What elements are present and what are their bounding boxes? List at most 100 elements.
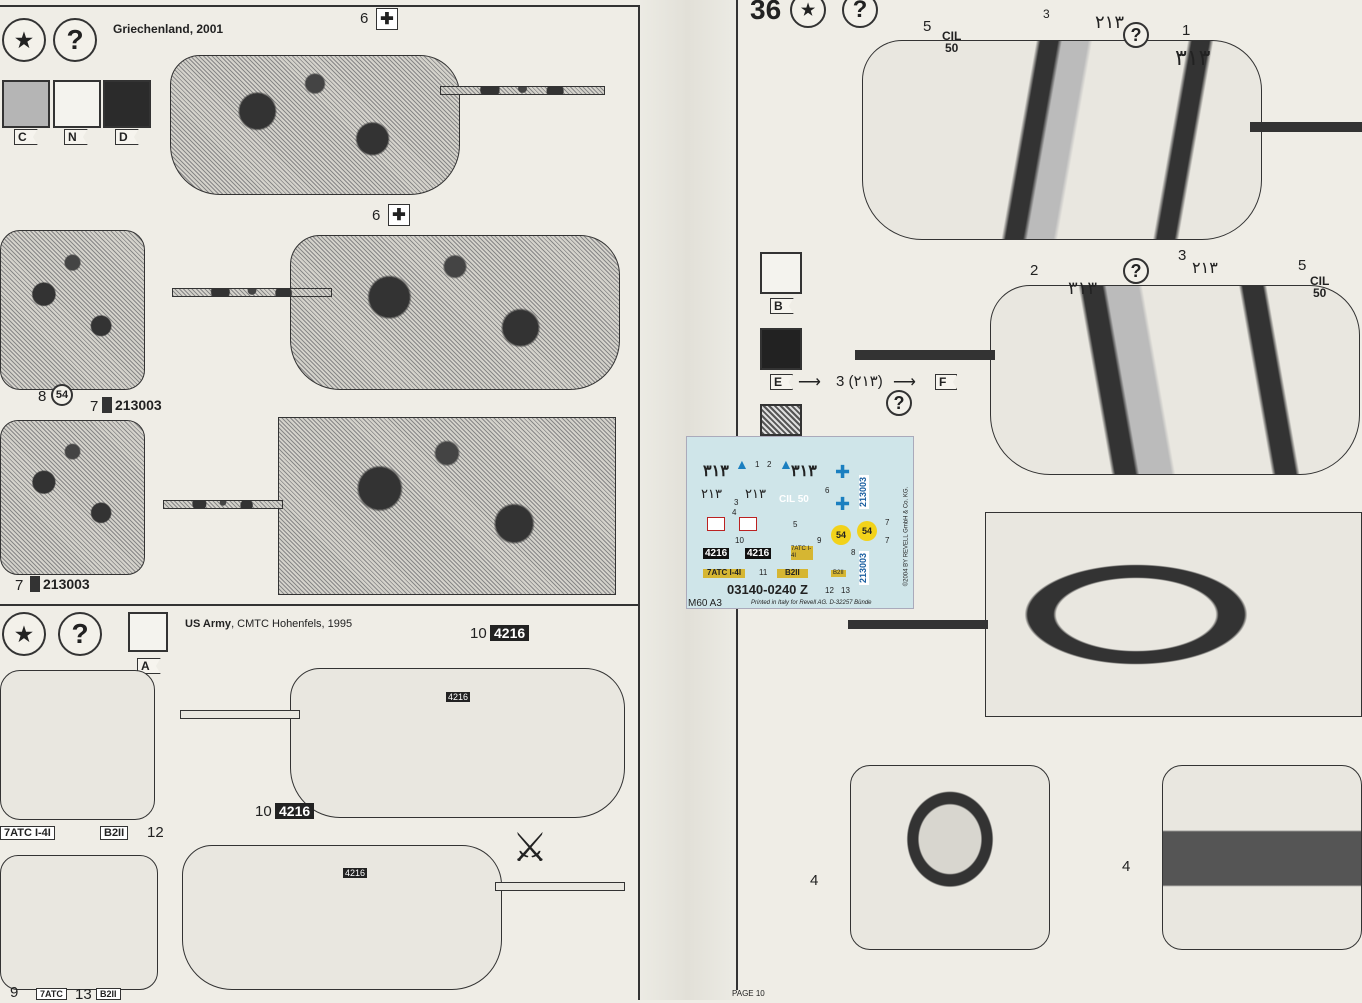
arabic-213: ٢١٣	[1095, 12, 1125, 32]
decal-emblem	[739, 517, 757, 531]
tag-b2ii-small: B2II	[96, 988, 121, 1000]
crossed-sabers-insignia: ⚔	[512, 826, 548, 870]
decal-54-callout: 54	[51, 384, 73, 406]
gun-barrel	[495, 882, 625, 891]
decal-serial: 213003	[858, 550, 869, 585]
callout-4: 4	[1122, 858, 1131, 875]
decal-num-12: 12	[825, 586, 834, 595]
question-icon: ?	[886, 390, 912, 416]
cil-text: CIL	[942, 29, 962, 43]
left-page-border	[638, 5, 640, 1000]
mix-amount: 3 (٢١٣)	[836, 373, 883, 390]
swatch-b	[760, 252, 802, 294]
callout-13: 13	[75, 986, 92, 1003]
cil-text: CIL	[1310, 274, 1330, 288]
decal-num-9: 9	[817, 536, 822, 545]
decal-printed: Printed in Italy for Revell AG. D-32257 …	[751, 600, 872, 606]
top-rule	[0, 5, 640, 7]
decal-num-4: 4	[732, 508, 737, 517]
callout-4: 4	[810, 872, 819, 889]
decal-num-1: 1	[755, 460, 760, 469]
decal-arabic-313: ٣١٣	[791, 463, 817, 480]
callout-5: 5	[923, 18, 932, 35]
decal-plate: 4216	[745, 548, 772, 559]
arabic-313: ٣١٣	[1175, 45, 1211, 70]
tank-side-left-us	[290, 668, 625, 818]
decal-num-10: 10	[735, 536, 744, 545]
decal-plate: 4216	[703, 548, 730, 559]
greek-cross-icon: ✚	[388, 204, 410, 226]
page-number: PAGE 10	[732, 989, 765, 998]
decal-model: M60 A3	[688, 598, 722, 609]
gun-barrel	[180, 710, 300, 719]
painting-icon: ★	[790, 0, 826, 28]
tank-side-right-iraq	[862, 40, 1262, 240]
flag-d: D	[115, 129, 139, 145]
decal-greek-cross: ✚	[835, 462, 851, 482]
section-title-greece: Griechenland, 2001	[113, 22, 224, 36]
callout-6: 6	[360, 10, 369, 27]
callout-5: 5	[1298, 257, 1307, 274]
decal-num-6: 6	[825, 486, 830, 495]
callout-10: 10	[255, 803, 272, 820]
callout-3: 3	[1178, 247, 1187, 264]
arabic-213: ٢١٣	[1192, 260, 1218, 277]
arrow-icon: ⟶	[893, 374, 916, 391]
flag-b: B	[770, 298, 794, 314]
flag-c: C	[14, 129, 38, 145]
swatch-c	[2, 80, 50, 128]
gun-barrel	[172, 288, 332, 297]
plate-4216: 4216	[275, 803, 315, 819]
callout-3: 3	[1043, 7, 1050, 21]
flag-a: A	[137, 658, 161, 674]
decal-cil: CIL 50	[779, 494, 809, 505]
gun-barrel	[1250, 122, 1362, 132]
tag-b2ii: B2II	[100, 826, 129, 840]
tank-rear-us	[0, 855, 158, 990]
section-divider	[0, 604, 640, 606]
decal-arabic-313: ٣١٣	[703, 463, 729, 480]
callout-12: 12	[147, 824, 164, 841]
decal-num-8: 8	[851, 548, 856, 557]
painting-icon: ★	[2, 18, 46, 62]
plate-4216: 4216	[490, 625, 530, 641]
question-icon: ?	[58, 612, 102, 656]
flag-n: N	[64, 129, 88, 145]
decal-arabic-213: ٢١٣	[745, 486, 766, 501]
tag-7atc-small: 7ATC	[36, 988, 67, 1000]
cil-50: 50	[1312, 286, 1327, 300]
gun-barrel	[855, 350, 995, 360]
gun-barrel	[848, 620, 988, 629]
question-icon: ?	[842, 0, 878, 28]
gun-barrel	[163, 500, 283, 509]
decal-num-5: 5	[793, 520, 798, 529]
greek-cross-icon: ✚	[376, 8, 398, 30]
decal-tag-b2ii: B2II	[777, 568, 808, 578]
hull-number: 4216	[343, 868, 368, 878]
callout-7: 7	[15, 577, 24, 594]
step-number: 36	[750, 0, 782, 25]
tank-rear-greece	[0, 420, 145, 575]
callout-7: 7	[90, 398, 99, 415]
swatch-f	[760, 404, 802, 436]
callout-2: 2	[1030, 262, 1039, 279]
decal-num-2: 2	[767, 460, 772, 469]
tank-top-view-greece	[278, 417, 616, 595]
tank-front-iraq	[850, 765, 1050, 950]
callout-10: 10	[470, 625, 487, 642]
swatch-n	[53, 80, 101, 128]
swatch-a	[128, 612, 168, 652]
callout-6: 6	[372, 207, 381, 224]
section-title-us-army: US Army, CMTC Hohenfels, 1995	[185, 618, 352, 630]
decal-tag-7atc-small: 7ATC I-4I	[791, 546, 813, 560]
decal-54: 54	[831, 525, 851, 545]
hull-number: 4216	[446, 692, 471, 702]
decal-triangle-1: ▲	[735, 456, 749, 472]
callout-1: 1	[1182, 22, 1191, 39]
tank-side-right-us	[182, 845, 502, 990]
question-icon: ?	[53, 18, 97, 62]
tank-side-left-iraq	[990, 285, 1360, 475]
decal-sheet: ▲ ٣١٣ 1 2 ▲ ٣١٣ ٢١٣ 3 ٢١٣ CIL 50 4 5 ✚ ✚…	[686, 436, 914, 609]
callout-9: 9	[10, 984, 19, 1001]
decal-arabic-213: ٢١٣	[701, 486, 722, 501]
